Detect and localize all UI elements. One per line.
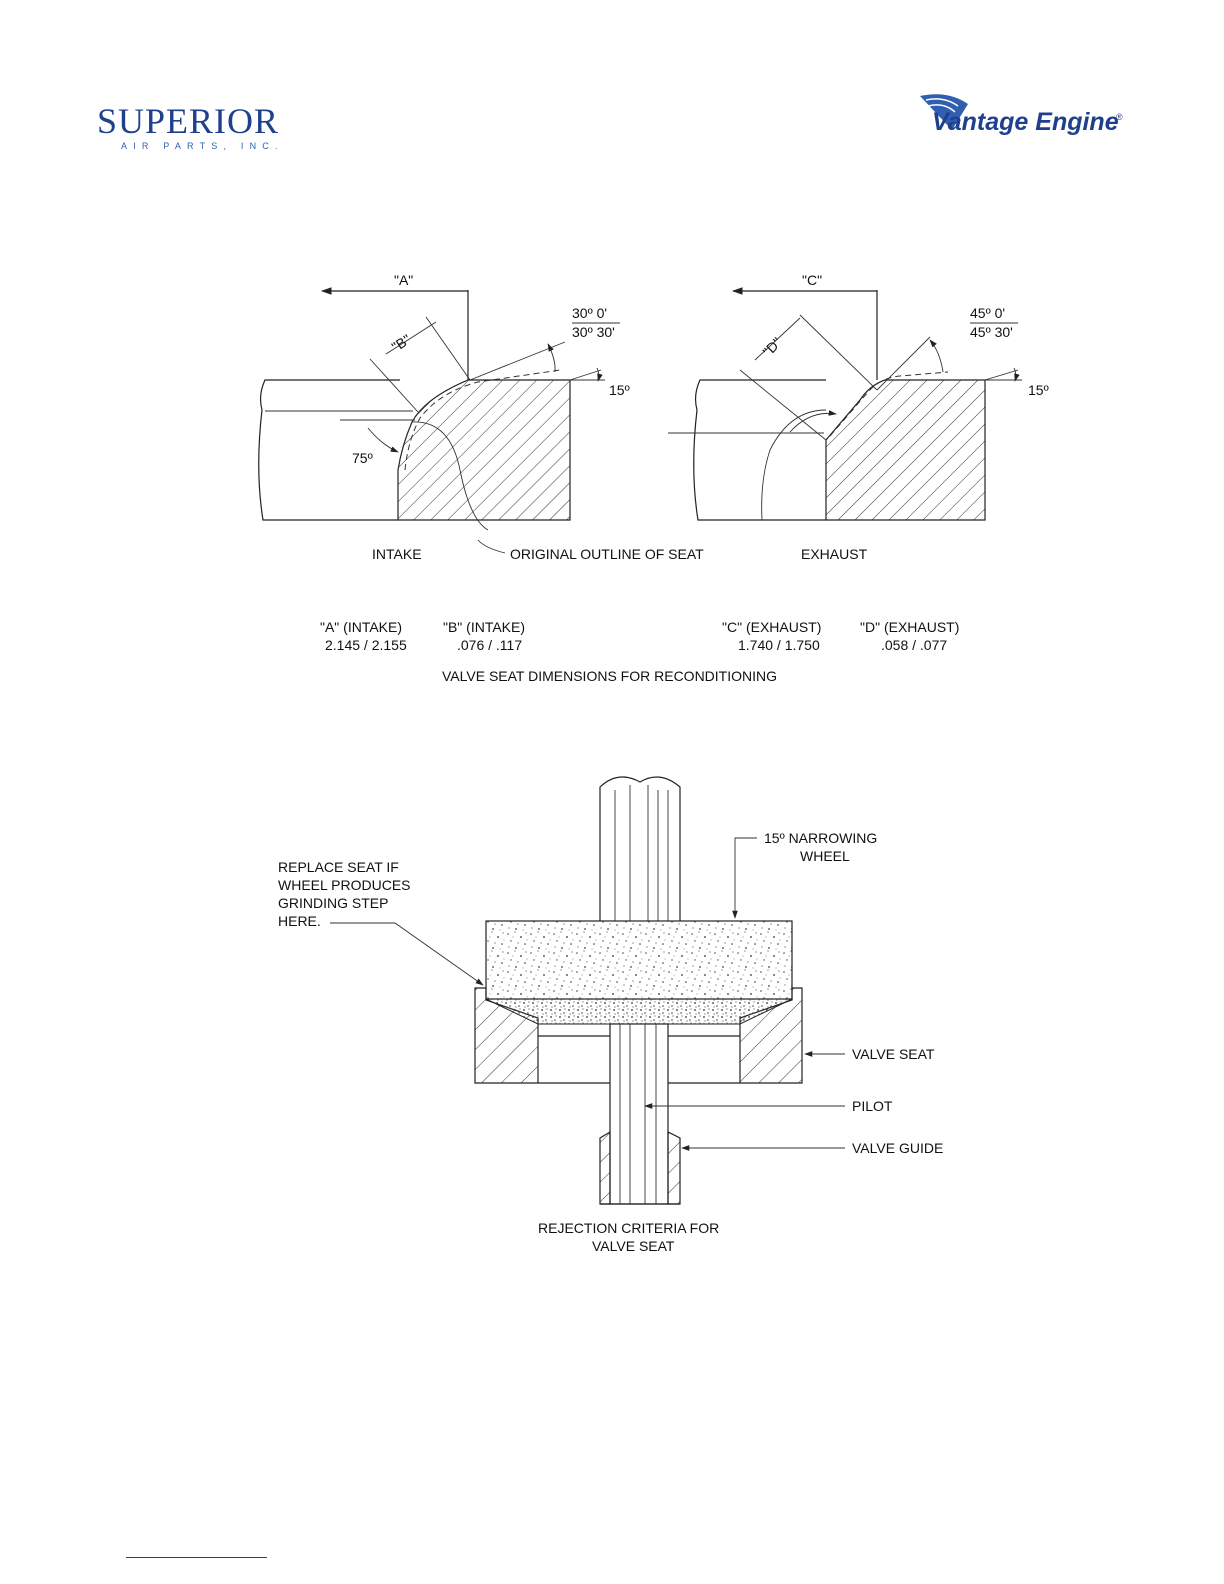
intake-angle-75: 75º [352, 450, 373, 466]
footer-rule [126, 1557, 267, 1558]
pilot [609, 1023, 669, 1205]
dimension-table: "A" (INTAKE) 2.145 / 2.155 "B" (INTAKE) … [320, 619, 959, 653]
wheel-label-1: 15º NARROWING [764, 830, 877, 846]
figure2-caption-1: REJECTION CRITERIA FOR [538, 1220, 719, 1236]
superior-logo-wordmark: SUPERIOR [97, 101, 279, 141]
figure1-caption: VALVE SEAT DIMENSIONS FOR RECONDITIONING [442, 668, 777, 684]
intake-angle-top-1: 30º 0' [572, 305, 607, 321]
wheel-label-2: WHEEL [800, 848, 850, 864]
table-value-c: 1.740 / 1.750 [738, 637, 820, 653]
dim-d-label: "D" [759, 334, 785, 360]
shaft [599, 776, 681, 921]
table-header-a: "A" (INTAKE) [320, 619, 402, 635]
pilot-label: PILOT [852, 1098, 893, 1114]
intake-angle-top-2: 30º 30' [572, 324, 615, 340]
valve-guide-left [599, 1130, 611, 1205]
superior-logo-tagline: AIR PARTS, INC. [121, 141, 284, 151]
exhaust-angle-top-2: 45º 30' [970, 324, 1013, 340]
intake-angle-15: 15º [609, 382, 630, 398]
wheel-leader [732, 837, 757, 919]
table-value-b: .076 / .117 [457, 637, 522, 653]
wheel-face [485, 998, 793, 1025]
superior-logo: SUPERIOR AIR PARTS, INC. [97, 101, 284, 151]
original-outline-label: ORIGINAL OUTLINE OF SEAT [510, 546, 704, 562]
table-value-d: .058 / .077 [881, 637, 947, 653]
dim-a-label: "A" [394, 272, 413, 288]
intake-seat-drawing: "A" "B" 30º 0' 30º 30' 15º 75º INTAKE [258, 272, 630, 562]
dim-b-label: "B" [389, 331, 414, 355]
grinding-wheel-drawing [474, 776, 803, 1205]
table-header-b: "B" (INTAKE) [443, 619, 525, 635]
vantage-swoosh-icon [920, 94, 968, 130]
replace-note-3: GRINDING STEP [278, 895, 388, 911]
valve-guide-label: VALVE GUIDE [852, 1140, 943, 1156]
exhaust-label: EXHAUST [801, 546, 868, 562]
exhaust-angle-top-1: 45º 0' [970, 305, 1005, 321]
replace-leader [330, 922, 484, 986]
table-value-a: 2.145 / 2.155 [325, 637, 407, 653]
table-header-c: "C" (EXHAUST) [722, 619, 821, 635]
replace-note-1: REPLACE SEAT IF [278, 859, 399, 875]
vantage-logo-wordmark: Vantage Engine [932, 108, 1119, 136]
replace-note-4: HERE. [278, 913, 321, 929]
exhaust-seat-drawing: "C" "D" 45º 0' 45º 30' 15º EXHAUST [668, 272, 1049, 562]
intake-label: INTAKE [372, 546, 422, 562]
table-header-d: "D" (EXHAUST) [860, 619, 959, 635]
original-outline-leader [477, 539, 506, 554]
replace-note-2: WHEEL PRODUCES [278, 877, 411, 893]
dim-c-label: "C" [802, 272, 822, 288]
valve-guide-right [667, 1131, 681, 1205]
narrowing-wheel [485, 920, 793, 1000]
registered-mark: ® [1116, 112, 1123, 122]
figure2-caption-2: VALVE SEAT [592, 1238, 675, 1254]
vantage-engine-logo: Vantage Engine ® [920, 94, 1123, 136]
exhaust-angle-15: 15º [1028, 382, 1049, 398]
valve-seat-label: VALVE SEAT [852, 1046, 935, 1062]
